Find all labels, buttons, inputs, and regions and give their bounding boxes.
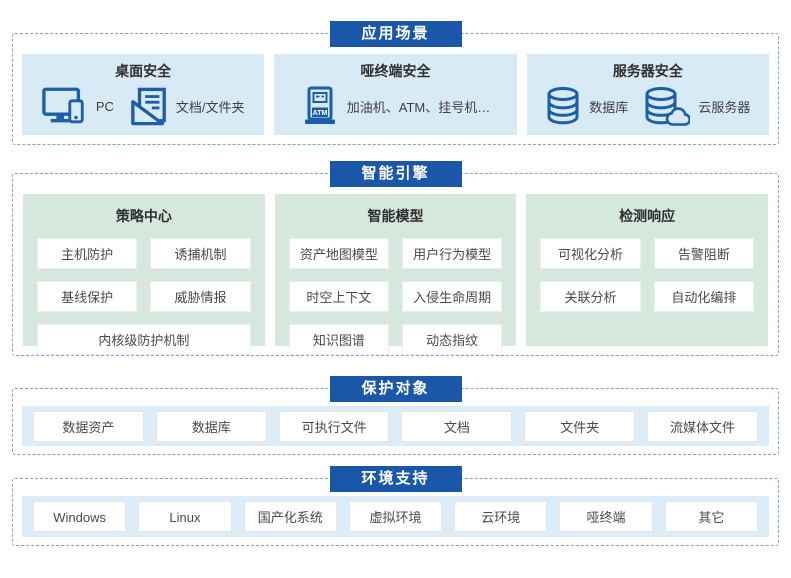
scenario-item-documents: 文档/文件夹 (130, 87, 245, 126)
cloud-server-icon (645, 87, 691, 126)
feature-chip: 内核级防护机制 (37, 324, 251, 355)
section-title-badge: 智能引擎 (329, 161, 462, 187)
environment-chip: Windows (33, 501, 127, 532)
feature-chip: 知识图谱 (288, 324, 389, 355)
environment-strip: Windows Linux 国产化系统 虚拟环境 云环境 哑终端 其它 (22, 496, 769, 537)
protected-object-chip: 流媒体文件 (647, 410, 758, 442)
card-title: 检测响应 (619, 208, 676, 224)
protected-object-chip: 可执行文件 (278, 410, 390, 442)
environment-chip: 虚拟环境 (348, 501, 443, 532)
scenario-item-label: PC (95, 98, 114, 114)
card-server-security: 服务器安全 数据库 (526, 54, 769, 135)
feature-chip: 关联分析 (540, 281, 641, 312)
environment-chip: 国产化系统 (243, 501, 337, 532)
card-title: 策略中心 (115, 208, 172, 224)
scenario-item-label: 加油机、ATM、挂号机… (346, 99, 491, 115)
card-title: 服务器安全 (612, 63, 683, 79)
environment-chip: 云环境 (454, 501, 548, 532)
feature-chip: 动态指纹 (402, 324, 503, 355)
section-title-badge: 保护对象 (329, 376, 462, 402)
protected-object-chip: 数据库 (155, 410, 267, 442)
scenario-item-pc: PC (42, 87, 114, 126)
document-folder-icon (131, 87, 166, 125)
feature-chip: 入侵生命周期 (402, 281, 503, 312)
protected-object-chip: 数据资产 (33, 410, 144, 442)
feature-chip: 自动化编排 (653, 281, 755, 312)
section-protected-objects: 保护对象 数据资产 数据库 可执行文件 文档 文件夹 流媒体文件 (12, 376, 779, 455)
feature-chip: 诱捕机制 (150, 238, 251, 269)
card-intelligent-model: 智能模型 资产地图模型 用户行为模型 时空上下文 入侵生命周期 知识图谱 动态指… (274, 194, 517, 355)
scenario-cards-row: 桌面安全 PC (22, 54, 769, 135)
scenario-item-label: 文档/文件夹 (175, 99, 245, 115)
feature-chip: 主机防护 (37, 238, 138, 269)
scenario-item-atm: ATM 加油机、ATM、挂号机… (301, 86, 490, 126)
scenario-item-label: 数据库 (589, 99, 629, 115)
feature-chip: 用户行为模型 (402, 238, 503, 269)
feature-chip: 时空上下文 (288, 281, 389, 312)
environment-chip: 其它 (664, 501, 758, 532)
svg-text:ATM: ATM (312, 110, 327, 117)
scenario-item-database: 数据库 (545, 86, 628, 126)
feature-chip: 基线保护 (37, 281, 138, 312)
card-policy-center: 策略中心 主机防护 诱捕机制 基线保护 威胁情报 内核级防护机制 (23, 194, 265, 355)
protected-object-chip: 文档 (401, 410, 513, 442)
section-title-badge: 应用场景 (329, 21, 462, 47)
pc-icon (42, 87, 84, 123)
environment-chip: 哑终端 (559, 501, 653, 532)
feature-chip: 可视化分析 (540, 238, 641, 269)
section-application-scenarios: 应用场景 桌面安全 PC (12, 21, 779, 145)
feature-chip: 告警阻断 (653, 238, 755, 269)
engine-cards-row: 策略中心 主机防护 诱捕机制 基线保护 威胁情报 内核级防护机制 智能模型 资产… (23, 194, 769, 355)
section-intelligent-engine: 智能引擎 策略中心 主机防护 诱捕机制 基线保护 威胁情报 内核级防护机制 智能… (12, 161, 779, 356)
feature-chip: 威胁情报 (150, 281, 251, 312)
atm-icon: ATM (304, 86, 335, 124)
card-title: 哑终端安全 (360, 63, 431, 79)
card-dumb-terminal-security: 哑终端安全 ATM 加油机、ATM、挂号机… (274, 54, 517, 135)
protected-object-chip: 文件夹 (524, 410, 636, 442)
architecture-diagram: 应用场景 桌面安全 PC (12, 21, 779, 546)
card-desktop-security: 桌面安全 PC (22, 54, 265, 135)
section-title-badge: 环境支持 (329, 466, 462, 492)
database-icon (547, 87, 579, 125)
card-title: 桌面安全 (115, 63, 172, 79)
feature-chip: 资产地图模型 (288, 238, 389, 269)
card-title: 智能模型 (367, 208, 424, 224)
card-detection-response: 检测响应 可视化分析 告警阻断 关联分析 自动化编排 (526, 194, 769, 346)
protected-objects-strip: 数据资产 数据库 可执行文件 文档 文件夹 流媒体文件 (22, 406, 769, 446)
environment-chip: Linux (138, 501, 232, 532)
scenario-item-cloud-server: 云服务器 (644, 86, 750, 126)
scenario-item-label: 云服务器 (698, 99, 751, 115)
section-environment-support: 环境支持 Windows Linux 国产化系统 虚拟环境 云环境 哑终端 其它 (12, 466, 779, 546)
